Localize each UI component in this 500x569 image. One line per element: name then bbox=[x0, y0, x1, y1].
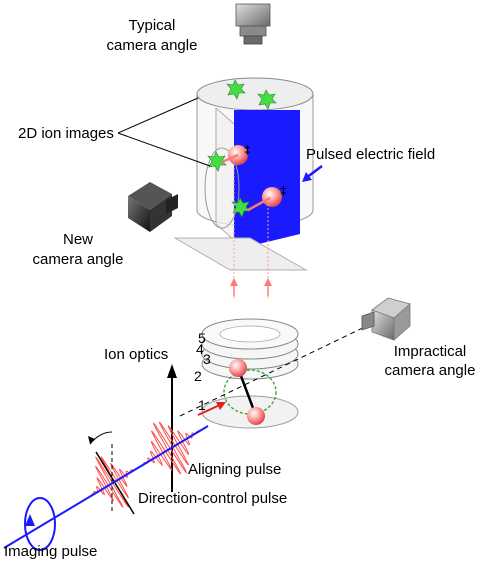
impractical-camera-label-line1: Impractical bbox=[394, 343, 467, 360]
pulsed-field-arrowhead bbox=[302, 172, 312, 182]
polarization-arc-arrowhead bbox=[88, 436, 95, 444]
imaging-pulse-ring-arrowhead bbox=[25, 514, 35, 526]
ion-marker-lower: ‡ bbox=[280, 184, 287, 198]
imaging-pulse-beam bbox=[3, 425, 209, 549]
new-camera-icon bbox=[128, 182, 178, 232]
direction-control-pulse-label: Direction-control pulse bbox=[138, 490, 287, 507]
imaging-pulse-ring bbox=[24, 497, 56, 551]
pulsed-field-plate bbox=[234, 110, 300, 250]
ion-optics-number-1: 1 bbox=[198, 397, 206, 413]
typical-camera-label-line2: camera angle bbox=[107, 37, 198, 54]
aligning-pulse-label: Aligning pulse bbox=[188, 461, 281, 478]
polarization-axis bbox=[95, 451, 135, 515]
typical-camera-label-line1: Typical bbox=[129, 17, 176, 34]
ion-trail-upper bbox=[221, 153, 239, 164]
molecule-atom-top bbox=[229, 359, 247, 377]
image-ellipse bbox=[204, 147, 240, 229]
ion-optics-axis-arrowhead bbox=[167, 364, 177, 378]
ion-sphere-lower bbox=[262, 187, 282, 207]
ion-optics-number-3: 3 bbox=[203, 351, 211, 367]
molecule-atom-bottom bbox=[247, 407, 265, 425]
impractical-camera-icon bbox=[361, 297, 411, 341]
ion-marker-upper: ‡ bbox=[244, 143, 251, 157]
detector-base-plate bbox=[173, 237, 308, 271]
typical-camera-icon bbox=[235, 3, 271, 45]
ion-optics-stack bbox=[201, 318, 299, 429]
new-camera-label-line1: New bbox=[63, 231, 93, 248]
ion-trail-lower bbox=[247, 196, 271, 212]
ion-images-label: 2D ion images bbox=[18, 125, 114, 142]
polarization-arc bbox=[89, 431, 113, 445]
new-camera-label-line2: camera angle bbox=[33, 251, 124, 268]
laser-axis-dashed bbox=[179, 321, 376, 417]
pulsed-field-label: Pulsed electric field bbox=[306, 146, 435, 163]
ion-optics-number-4: 4 bbox=[196, 341, 204, 357]
ion-optics-number-2: 2 bbox=[194, 368, 202, 384]
ion-flight-paths bbox=[230, 160, 272, 298]
ion-optics-number-5: 5 bbox=[198, 330, 206, 346]
ion-images-leader-1 bbox=[117, 97, 199, 134]
ion-images-leader-2 bbox=[117, 132, 211, 167]
ion-spots bbox=[207, 79, 277, 218]
impractical-camera-label-line2: camera angle bbox=[385, 362, 476, 379]
imaging-pulse-label: Imaging pulse bbox=[4, 543, 97, 560]
ion-optics-label: Ion optics bbox=[104, 346, 168, 363]
